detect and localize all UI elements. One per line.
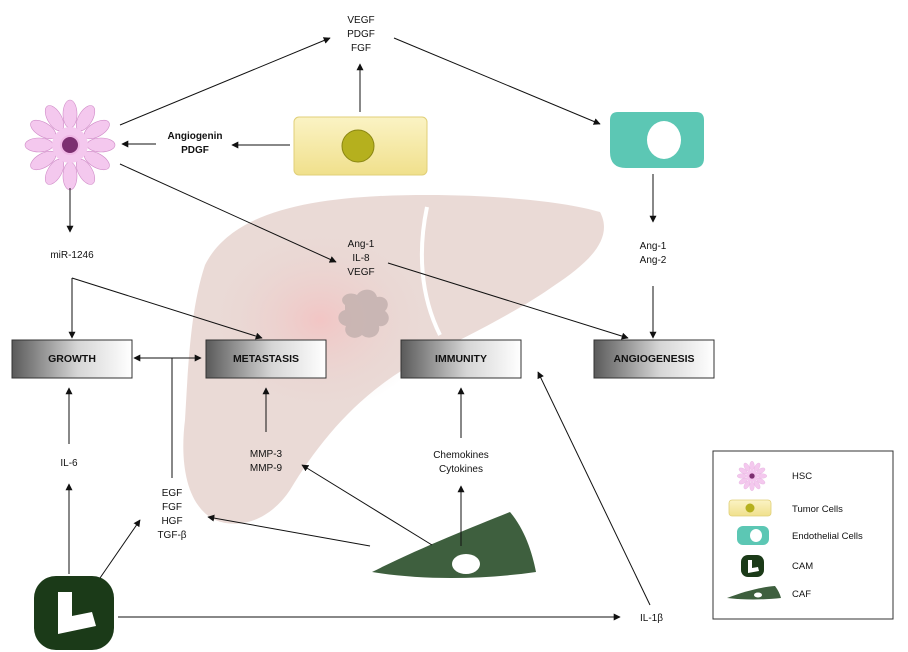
hsc-nucleus	[748, 472, 756, 480]
hsc-petal	[749, 461, 755, 471]
legend-label-tumor: Tumor Cells	[792, 504, 843, 515]
chemokine-factor-2: Cytokines	[439, 464, 483, 475]
mirna-label: miR-1246	[50, 250, 94, 261]
legend: HSC Tumor Cells Endothelial Cells CAM CA…	[712, 450, 894, 620]
hsc-icon	[737, 461, 767, 491]
liver-tumor-mass	[338, 289, 389, 338]
growth-factor-1: EGF	[162, 488, 183, 499]
endo-factor-1: Ang-1	[640, 241, 667, 252]
liver-fissure	[419, 206, 442, 336]
hsc-petal	[737, 473, 747, 479]
hsc-nucleus	[60, 135, 80, 155]
hsc-cell	[24, 99, 116, 191]
angiogenesis-box: ANGIOGENESIS	[593, 339, 715, 379]
cam-icon	[741, 555, 764, 577]
hsc-factor-1: Angiogenin	[168, 131, 223, 142]
top-factor-2: PDGF	[347, 29, 375, 40]
metastasis-label: METASTASIS	[233, 353, 299, 365]
il6-label: IL-6	[60, 458, 78, 469]
metastasis-box: METASTASIS	[205, 339, 327, 379]
growth-factor-2: FGF	[162, 502, 182, 513]
legend-label-endothelial: Endothelial Cells	[792, 531, 863, 542]
arrows	[65, 37, 657, 621]
growth-box: GROWTH	[11, 339, 133, 379]
tumor-cell-icon	[728, 499, 772, 517]
hsc-petal	[62, 99, 78, 129]
top-factor-1: VEGF	[347, 15, 374, 26]
mmp-factor-1: MMP-3	[250, 449, 283, 460]
legend-label-caf: CAF	[792, 589, 811, 600]
immunity-label: IMMUNITY	[435, 353, 487, 365]
center-factor-3: VEGF	[347, 267, 374, 278]
top-factor-3: FGF	[351, 43, 371, 54]
mmp-factor-2: MMP-9	[250, 463, 283, 474]
caf-icon	[727, 586, 781, 600]
hsc-petal	[86, 137, 116, 153]
caf-cell	[372, 512, 536, 578]
cam-cell	[34, 576, 114, 650]
center-factor-1: Ang-1	[348, 239, 375, 250]
angiogenesis-label: ANGIOGENESIS	[613, 353, 694, 365]
legend-label-hsc: HSC	[792, 471, 812, 482]
hsc-petal	[749, 481, 755, 491]
tumor-cell	[293, 116, 428, 176]
endothelial-cell-icon	[737, 526, 769, 545]
legend-label-cam: CAM	[792, 561, 813, 572]
immunity-box: IMMUNITY	[400, 339, 522, 379]
il1b-label: IL-1β	[640, 613, 663, 624]
hsc-petal	[24, 137, 54, 153]
endo-factor-2: Ang-2	[640, 255, 667, 266]
center-factor-2: IL-8	[352, 253, 370, 264]
chemokine-factor-1: Chemokines	[433, 450, 489, 461]
growth-label: GROWTH	[48, 353, 96, 365]
growth-factor-4: TGF-β	[157, 530, 186, 541]
growth-factor-3: HGF	[161, 516, 182, 527]
hsc-petal	[757, 473, 767, 479]
hsc-factor-2: PDGF	[181, 145, 209, 156]
endothelial-cell	[610, 112, 704, 168]
hsc-petal	[62, 161, 78, 191]
